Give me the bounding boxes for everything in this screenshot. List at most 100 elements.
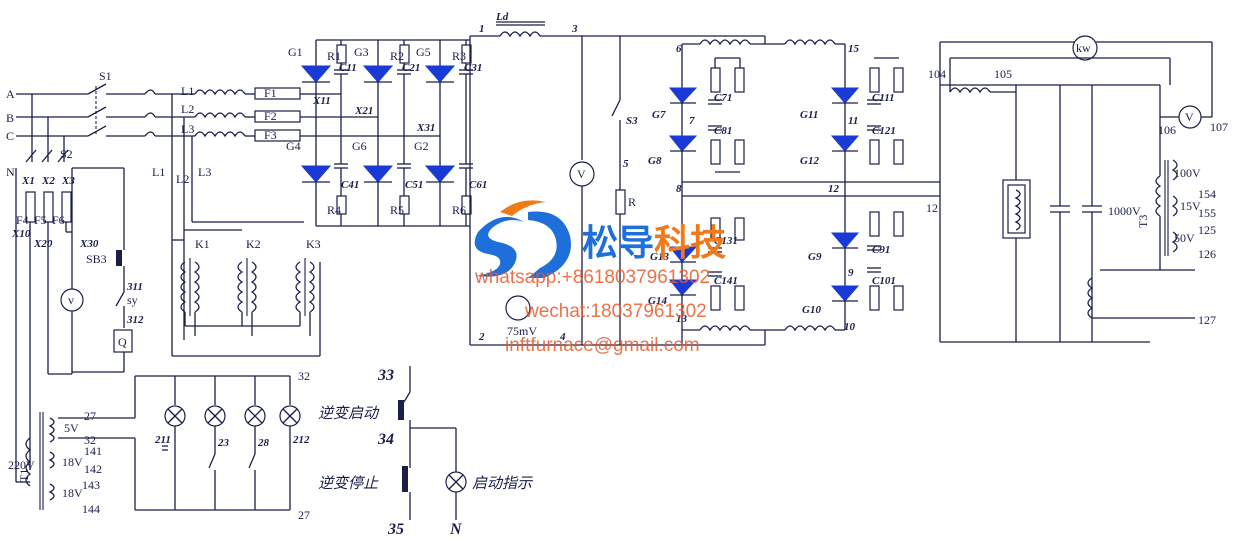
- lamp-28-label: 28: [257, 437, 270, 449]
- node-x31-label: X31: [416, 122, 435, 134]
- watermark-logo-text: 松导科技: [582, 223, 726, 264]
- resistor-r5-label: R5: [390, 203, 404, 217]
- cap-voltage-label: 1000V: [1108, 204, 1141, 218]
- kw-meter-label: kw: [1076, 41, 1091, 55]
- wire-5-label: 5: [623, 158, 629, 170]
- thyristor-q18: [668, 246, 698, 263]
- cap-c121-label: C121: [872, 125, 896, 137]
- voltmeter-v-label: v: [68, 293, 74, 307]
- switch-s2-label: S2: [60, 147, 73, 161]
- wire-3-label: 3: [571, 23, 578, 35]
- gate-g6-label: G6: [352, 139, 367, 153]
- inverter-stop-button[interactable]: [402, 466, 408, 492]
- sd-logo-icon: [474, 200, 571, 278]
- tap-100v-label: 100V: [1174, 166, 1201, 180]
- wire-6-label: 6: [676, 43, 682, 55]
- cap-c111-label: C111: [872, 92, 895, 104]
- gate-g9-label: G9: [808, 251, 822, 263]
- cap-c61-label: C61: [469, 179, 487, 191]
- resistor-r: [615, 189, 626, 215]
- wire-311-label: 311: [126, 281, 143, 293]
- node-x11-label: X11: [312, 95, 331, 107]
- tap-141-label: 141: [84, 444, 102, 458]
- inverter-start-button[interactable]: [398, 400, 404, 420]
- fuse-x3-label: X3: [61, 175, 75, 187]
- pulse-transformers: K1 K2 K3: [172, 237, 321, 357]
- node-x21-label: X21: [354, 105, 373, 117]
- thyristor-q13: [830, 285, 860, 302]
- resistor-r3-label: R3: [452, 49, 466, 63]
- fuse-x2-label: X2: [41, 175, 55, 187]
- fuse-f6-label: F6: [52, 213, 65, 227]
- gate-g4-label: G4: [286, 139, 301, 153]
- thyristor-q6: [362, 165, 394, 183]
- phase-b-label: B: [6, 111, 14, 125]
- start-indicator-label: 启动指示: [472, 474, 534, 492]
- thyristor-q8: [668, 87, 698, 104]
- fuse-f2-label: F2: [264, 109, 277, 123]
- gate-g11-label: G11: [800, 109, 818, 121]
- shunt-label: 75mV: [507, 324, 537, 338]
- cap-c21-label: C21: [402, 62, 420, 74]
- cap-c141-label: C141: [714, 275, 738, 287]
- voltmeter-v: [60, 288, 84, 312]
- wire-27-label: 27: [84, 409, 96, 423]
- wire-8-label: 8: [676, 183, 682, 195]
- wire-107-label: 107: [1210, 120, 1228, 134]
- dc-voltmeter-label: V: [577, 167, 586, 181]
- tap-143-label: 143: [82, 478, 100, 492]
- reactor-l3-tag: L3: [181, 122, 194, 136]
- relay-k1-label: K1: [195, 237, 210, 251]
- cap-c91-label: C91: [872, 244, 890, 256]
- wire-106-label: 106: [1158, 123, 1176, 137]
- wire-12b-label: 12: [926, 201, 938, 215]
- wire-32b-label: 32: [298, 369, 310, 383]
- output-voltmeter-label: V: [1185, 110, 1194, 124]
- thyristor-q3: [362, 65, 394, 83]
- wire-15-label: 15: [848, 43, 860, 55]
- cap-c11-label: C11: [339, 62, 357, 74]
- sy-label: sy: [127, 293, 138, 307]
- cap-c41-label: C41: [341, 179, 359, 191]
- wire-34-label: 34: [377, 431, 394, 448]
- reactor-l3-label: L3: [198, 165, 211, 179]
- fuse-f4-label: F4: [16, 213, 29, 227]
- inverter-stop-label: 逆变停止: [318, 474, 379, 492]
- thyristor-q14: [830, 135, 860, 152]
- thyristor-q12: [830, 232, 860, 249]
- switch-s3-label: S3: [626, 115, 638, 127]
- gate-g7-label: G7: [652, 109, 666, 121]
- wire-27b-label: 27: [298, 508, 310, 522]
- fuse-f3-label: F3: [264, 128, 277, 142]
- wire-104-label: 104: [928, 67, 946, 81]
- tap-144-label: 144: [82, 502, 100, 516]
- watermark: 松导科技 whatsapp:+8618037961302 wechat:1803…: [474, 200, 726, 356]
- input-bus: A B C N S1 S2 X1 X2 X3 F4 F5 F6: [6, 69, 195, 482]
- fuse-f1-label: F1: [264, 86, 277, 100]
- gate-g10-label: G10: [802, 304, 821, 316]
- sb3-button[interactable]: [116, 250, 122, 266]
- thyristor-q11: [830, 87, 860, 104]
- reactors: L1 L2 L3 L1 L2 L3 F1 F2 F3: [152, 84, 440, 356]
- relay-k3-label: K3: [306, 237, 321, 251]
- cap-c81-label: C81: [714, 125, 732, 137]
- cap-c101-label: C101: [872, 275, 896, 287]
- switch-s1-label: S1: [99, 69, 112, 83]
- wire-2-label: 2: [478, 331, 485, 343]
- cap-c71-label: C71: [714, 92, 732, 104]
- wire-7-label: 7: [689, 115, 695, 127]
- wire-1-label: 1: [479, 23, 485, 35]
- inverter-control: 33 34 35 N 逆变启动 逆变停止 启动指示: [318, 366, 534, 538]
- phase-a-label: A: [6, 87, 15, 101]
- reactor-l2-tag: L2: [181, 102, 194, 116]
- snubbers: R1 C11 R2 C21 R3 C31 C41 R4: [327, 40, 487, 226]
- thyristor-q1: [300, 65, 332, 83]
- inverter-start-label: 逆变启动: [318, 404, 380, 422]
- gate-g12-label: G12: [800, 155, 819, 167]
- wire-33-label: 33: [377, 367, 394, 384]
- lamp-211: [164, 376, 186, 510]
- cap-c51-label: C51: [405, 179, 423, 191]
- sec-18vb-label: 18V: [62, 486, 83, 500]
- wire-35-label: 35: [387, 521, 404, 538]
